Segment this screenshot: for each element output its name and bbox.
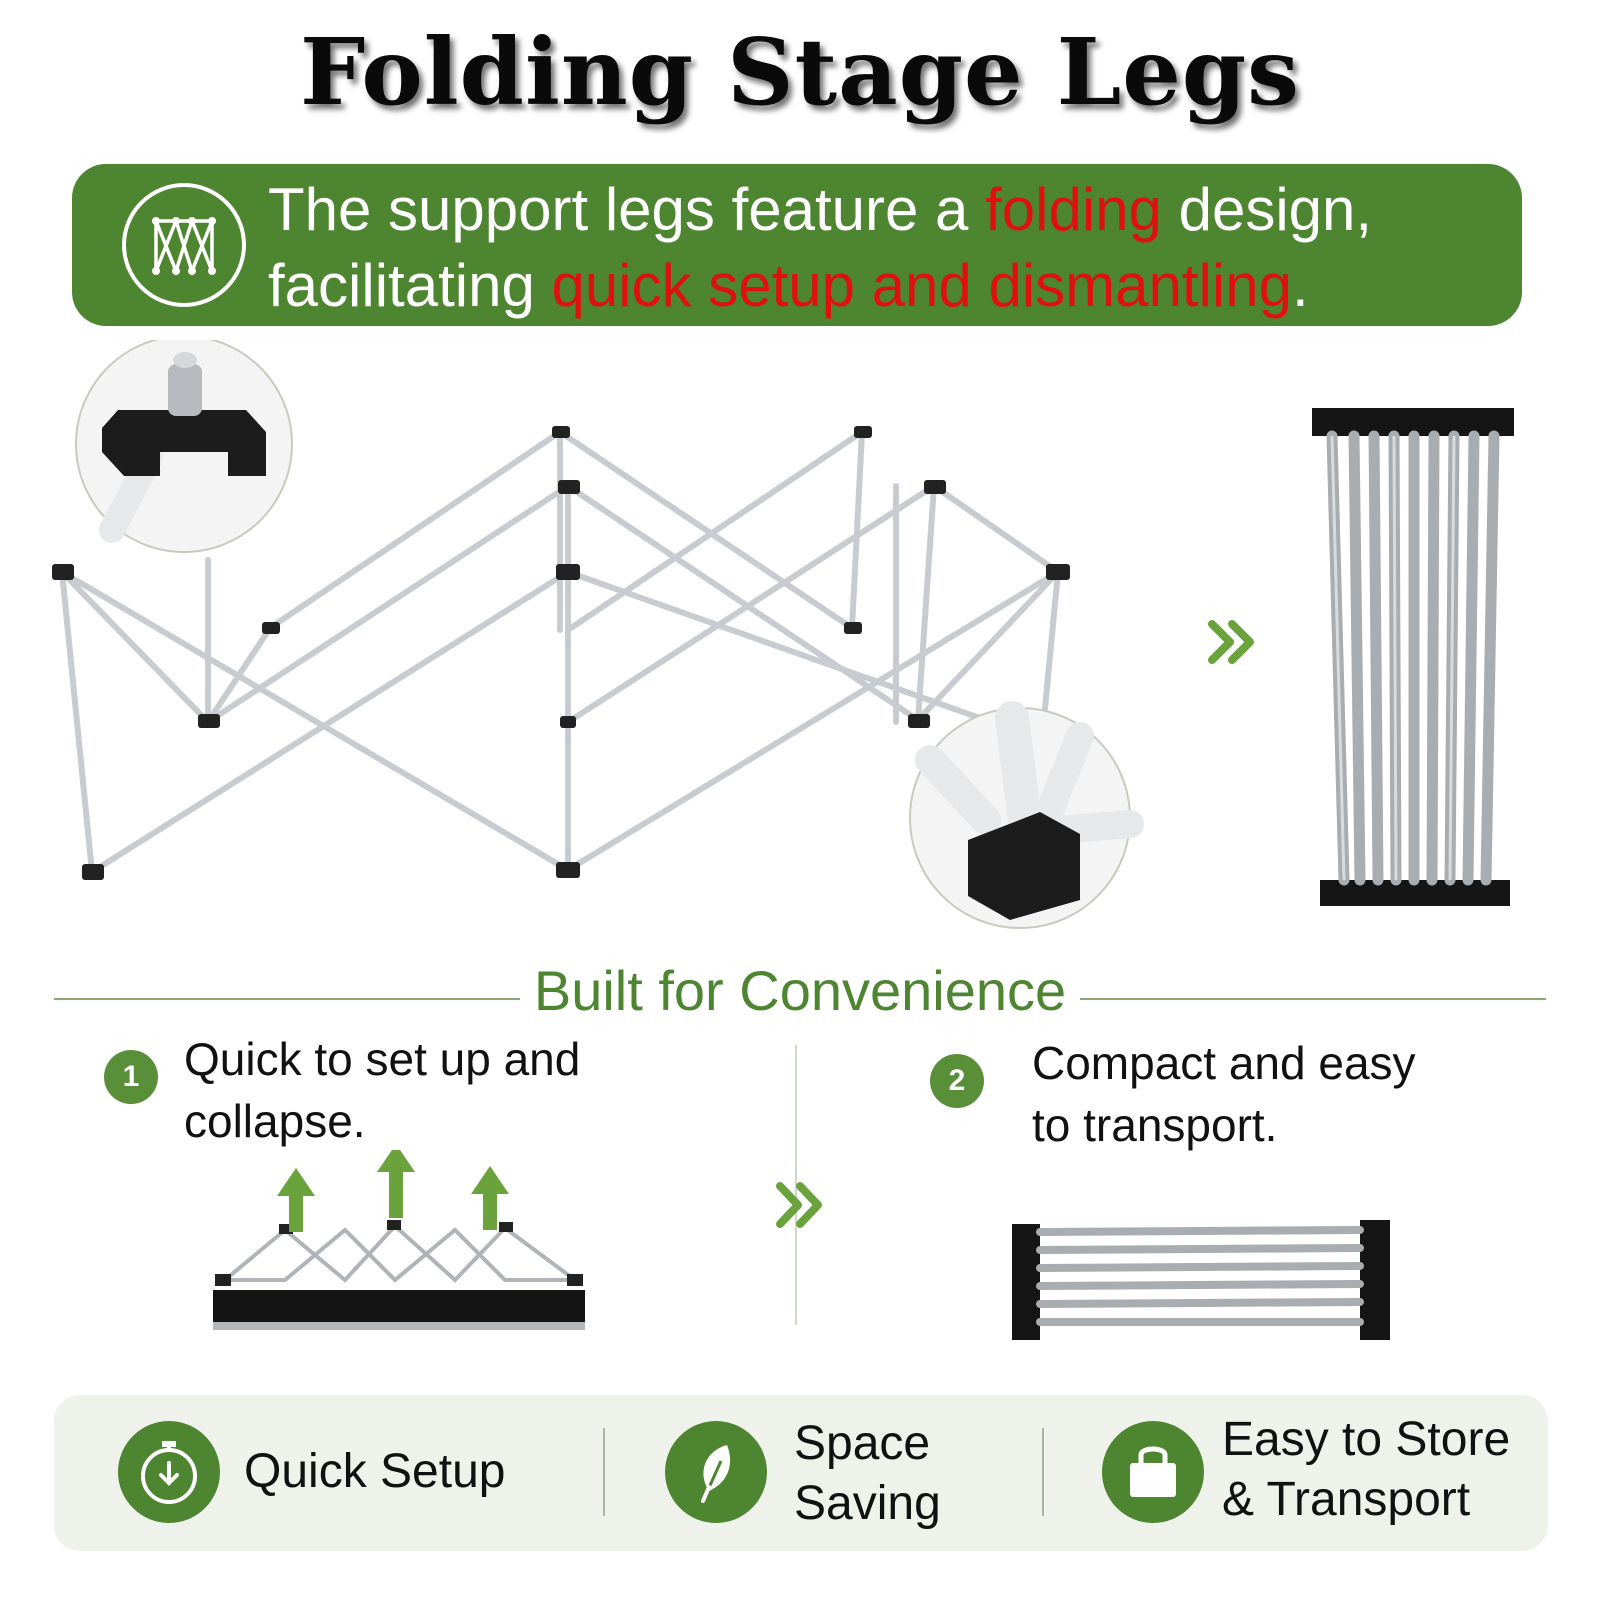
step-1-badge: 1: [104, 1050, 158, 1104]
banner-text-plain: The support legs feature a: [268, 176, 986, 243]
feature-store-transport-line-1: Easy to Store: [1222, 1413, 1511, 1466]
banner-text-plain: facilitating: [268, 252, 552, 319]
setup-illustration: [213, 1150, 585, 1330]
page-title: Folding Stage Legs: [300, 18, 1300, 126]
feature-store-transport-line-2: & Transport: [1222, 1473, 1471, 1526]
step-2-line-1: Compact and easy: [1032, 1037, 1416, 1089]
step-1-line-2: collapse.: [184, 1095, 366, 1147]
banner-highlight-folding: folding: [985, 176, 1162, 243]
folded-frame-column: [1312, 408, 1514, 906]
feature-space-saving-line-1: Space: [794, 1417, 931, 1470]
step-1-text: Quick to set up and collapse.: [184, 1028, 744, 1152]
top-joint-detail: [75, 340, 293, 553]
bag-icon: [1102, 1421, 1204, 1523]
feature-banner: [72, 164, 1522, 326]
banner-highlight-setup: quick setup and dismantling: [551, 252, 1292, 319]
bottom-joint-detail: [909, 701, 1144, 929]
feature-space-saving-label: Space Saving: [794, 1414, 1014, 1534]
step-1-line-1: Quick to set up and: [184, 1033, 581, 1085]
banner-text-plain: .: [1291, 252, 1309, 319]
up-arrow-icon: [277, 1150, 509, 1232]
feature-space-saving-line-2: Saving: [794, 1477, 941, 1530]
features-panel: [54, 1395, 1548, 1551]
feature-store-transport-label: Easy to Store & Transport: [1222, 1410, 1542, 1530]
section-heading-text: Built for Convenience: [519, 959, 1081, 1022]
steps-divider: [795, 1045, 797, 1325]
folded-frame-horizontal: [1012, 1220, 1390, 1340]
step-2-line-2: to transport.: [1032, 1099, 1278, 1151]
banner-line-1: The support legs feature a folding desig…: [268, 172, 1508, 248]
feature-quick-setup-label: Quick Setup: [244, 1445, 506, 1498]
feature-separator: [603, 1428, 605, 1516]
section-heading: Built for Convenience: [0, 958, 1600, 1023]
step-2-badge: 2: [930, 1054, 984, 1108]
banner-line-2: facilitating quick setup and dismantling…: [268, 248, 1508, 324]
double-chevron-right-icon: [1208, 620, 1254, 664]
leaf-icon: [665, 1421, 767, 1523]
banner-description: The support legs feature a folding desig…: [268, 172, 1508, 324]
folding-frame-icon: [122, 183, 246, 307]
double-chevron-right-icon: [776, 1182, 822, 1228]
stage-frame-joints: [52, 426, 1070, 880]
stopwatch-icon: [118, 1421, 220, 1523]
step-2-text: Compact and easy to transport.: [1032, 1032, 1552, 1156]
feature-separator: [1042, 1428, 1044, 1516]
banner-text-plain: design,: [1161, 176, 1373, 243]
stage-frame-illustration: [52, 340, 1514, 929]
